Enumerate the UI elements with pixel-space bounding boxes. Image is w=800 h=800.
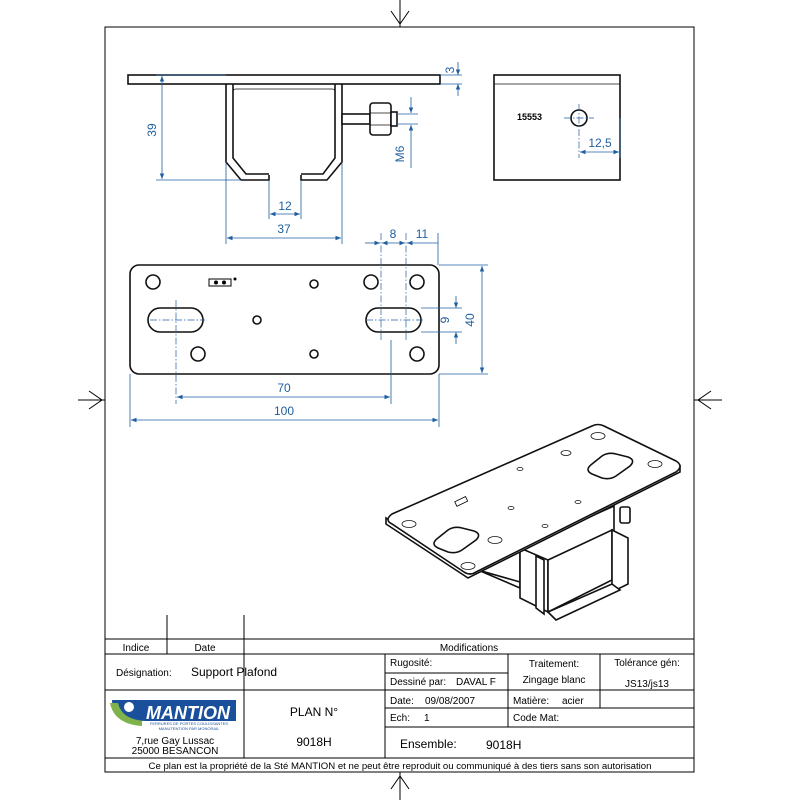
tb-rugosite-label: Rugosité: [390, 658, 432, 669]
dim-front-thickness: 3 [443, 66, 457, 73]
front-channel-top-inner [232, 88, 336, 93]
tb-plan-label: PLAN N° [290, 705, 338, 719]
mantion-logo: MANTION FERRURES DE PORTES COULISSANTES … [110, 700, 236, 731]
tb-dessine-value: DAVAL F [456, 677, 496, 688]
front-bolt-tip [390, 111, 398, 127]
isometric-view [385, 423, 681, 621]
dim-front-slot: 12 [278, 199, 292, 213]
logo-tagline-2: MANUTENTION PAR MONORAIL [159, 726, 221, 731]
top-plate-outline [129, 264, 440, 375]
tb-date-row-label: Date: [390, 696, 414, 707]
tb-traitement-label: Traitement: [529, 659, 579, 670]
tb-date-label: Date [194, 643, 216, 654]
tb-address-1: 7,rue Gay Lussac [136, 736, 214, 747]
side-view: 15553 12,5 [493, 74, 621, 181]
tb-code-mat-label: Code Mat: [513, 713, 559, 724]
tb-designation-label: Désignation: [116, 668, 172, 679]
tb-dessine-label: Dessiné par: [390, 677, 446, 688]
dim-top-height: 40 [463, 313, 477, 327]
dim-top-holes: 70 [277, 381, 291, 395]
dim-top-length: 100 [274, 404, 294, 418]
dim-side-hole: 12,5 [588, 136, 612, 150]
front-view: 3 39 M6 12 37 [127, 62, 462, 244]
top-view: 8 11 9 40 70 100 [129, 227, 488, 427]
tb-ensemble-label: Ensemble: [400, 737, 457, 751]
tb-tolerance-label: Tolérance gén: [614, 658, 680, 669]
front-top-plate [127, 74, 441, 85]
dim-top-slot-b: 11 [416, 227, 429, 241]
dim-top-slot-a: 8 [390, 227, 397, 241]
tb-tolerance-value: JS13/js13 [625, 679, 669, 690]
tb-modifications-label: Modifications [440, 643, 498, 654]
logo-tagline-1: FERRURES DE PORTES COULISSANTES [150, 721, 228, 726]
front-channel-inner [232, 84, 336, 175]
centering-marks [78, 0, 722, 800]
tb-traitement-value: Zingage blanc [523, 675, 586, 686]
tb-designation-value: Support Plafond [191, 665, 277, 679]
tb-plan-value: 9018H [296, 735, 331, 749]
tb-ech-value: 1 [424, 713, 430, 724]
dim-front-width: 37 [277, 222, 291, 236]
top-engraving-mark [208, 277, 237, 287]
side-plate [493, 74, 621, 181]
tb-ensemble-value: 9018H [486, 738, 521, 752]
logo-company-name: MANTION [146, 703, 231, 723]
dim-front-height: 39 [145, 123, 159, 137]
title-block: Indice Date Modifications Désignation: S… [105, 615, 694, 772]
tb-date-row-value: 09/08/2007 [425, 696, 475, 707]
side-part-mark: 15553 [517, 112, 542, 122]
front-bolt-shank [341, 113, 371, 125]
front-nut [369, 102, 392, 136]
tb-footer-notice: Ce plan est la propriété de la Sté MANTI… [149, 761, 652, 772]
tb-address-2: 25000 BESANCON [132, 746, 219, 757]
dim-top-slot-width: 9 [438, 316, 452, 323]
dim-front-thread: M6 [393, 145, 407, 162]
tb-ech-label: Ech: [390, 713, 410, 724]
tb-matiere-label: Matière: [513, 696, 549, 707]
tb-indice-label: Indice [123, 643, 150, 654]
tb-matiere-value: acier [562, 696, 584, 707]
front-channel-outer [225, 84, 343, 181]
